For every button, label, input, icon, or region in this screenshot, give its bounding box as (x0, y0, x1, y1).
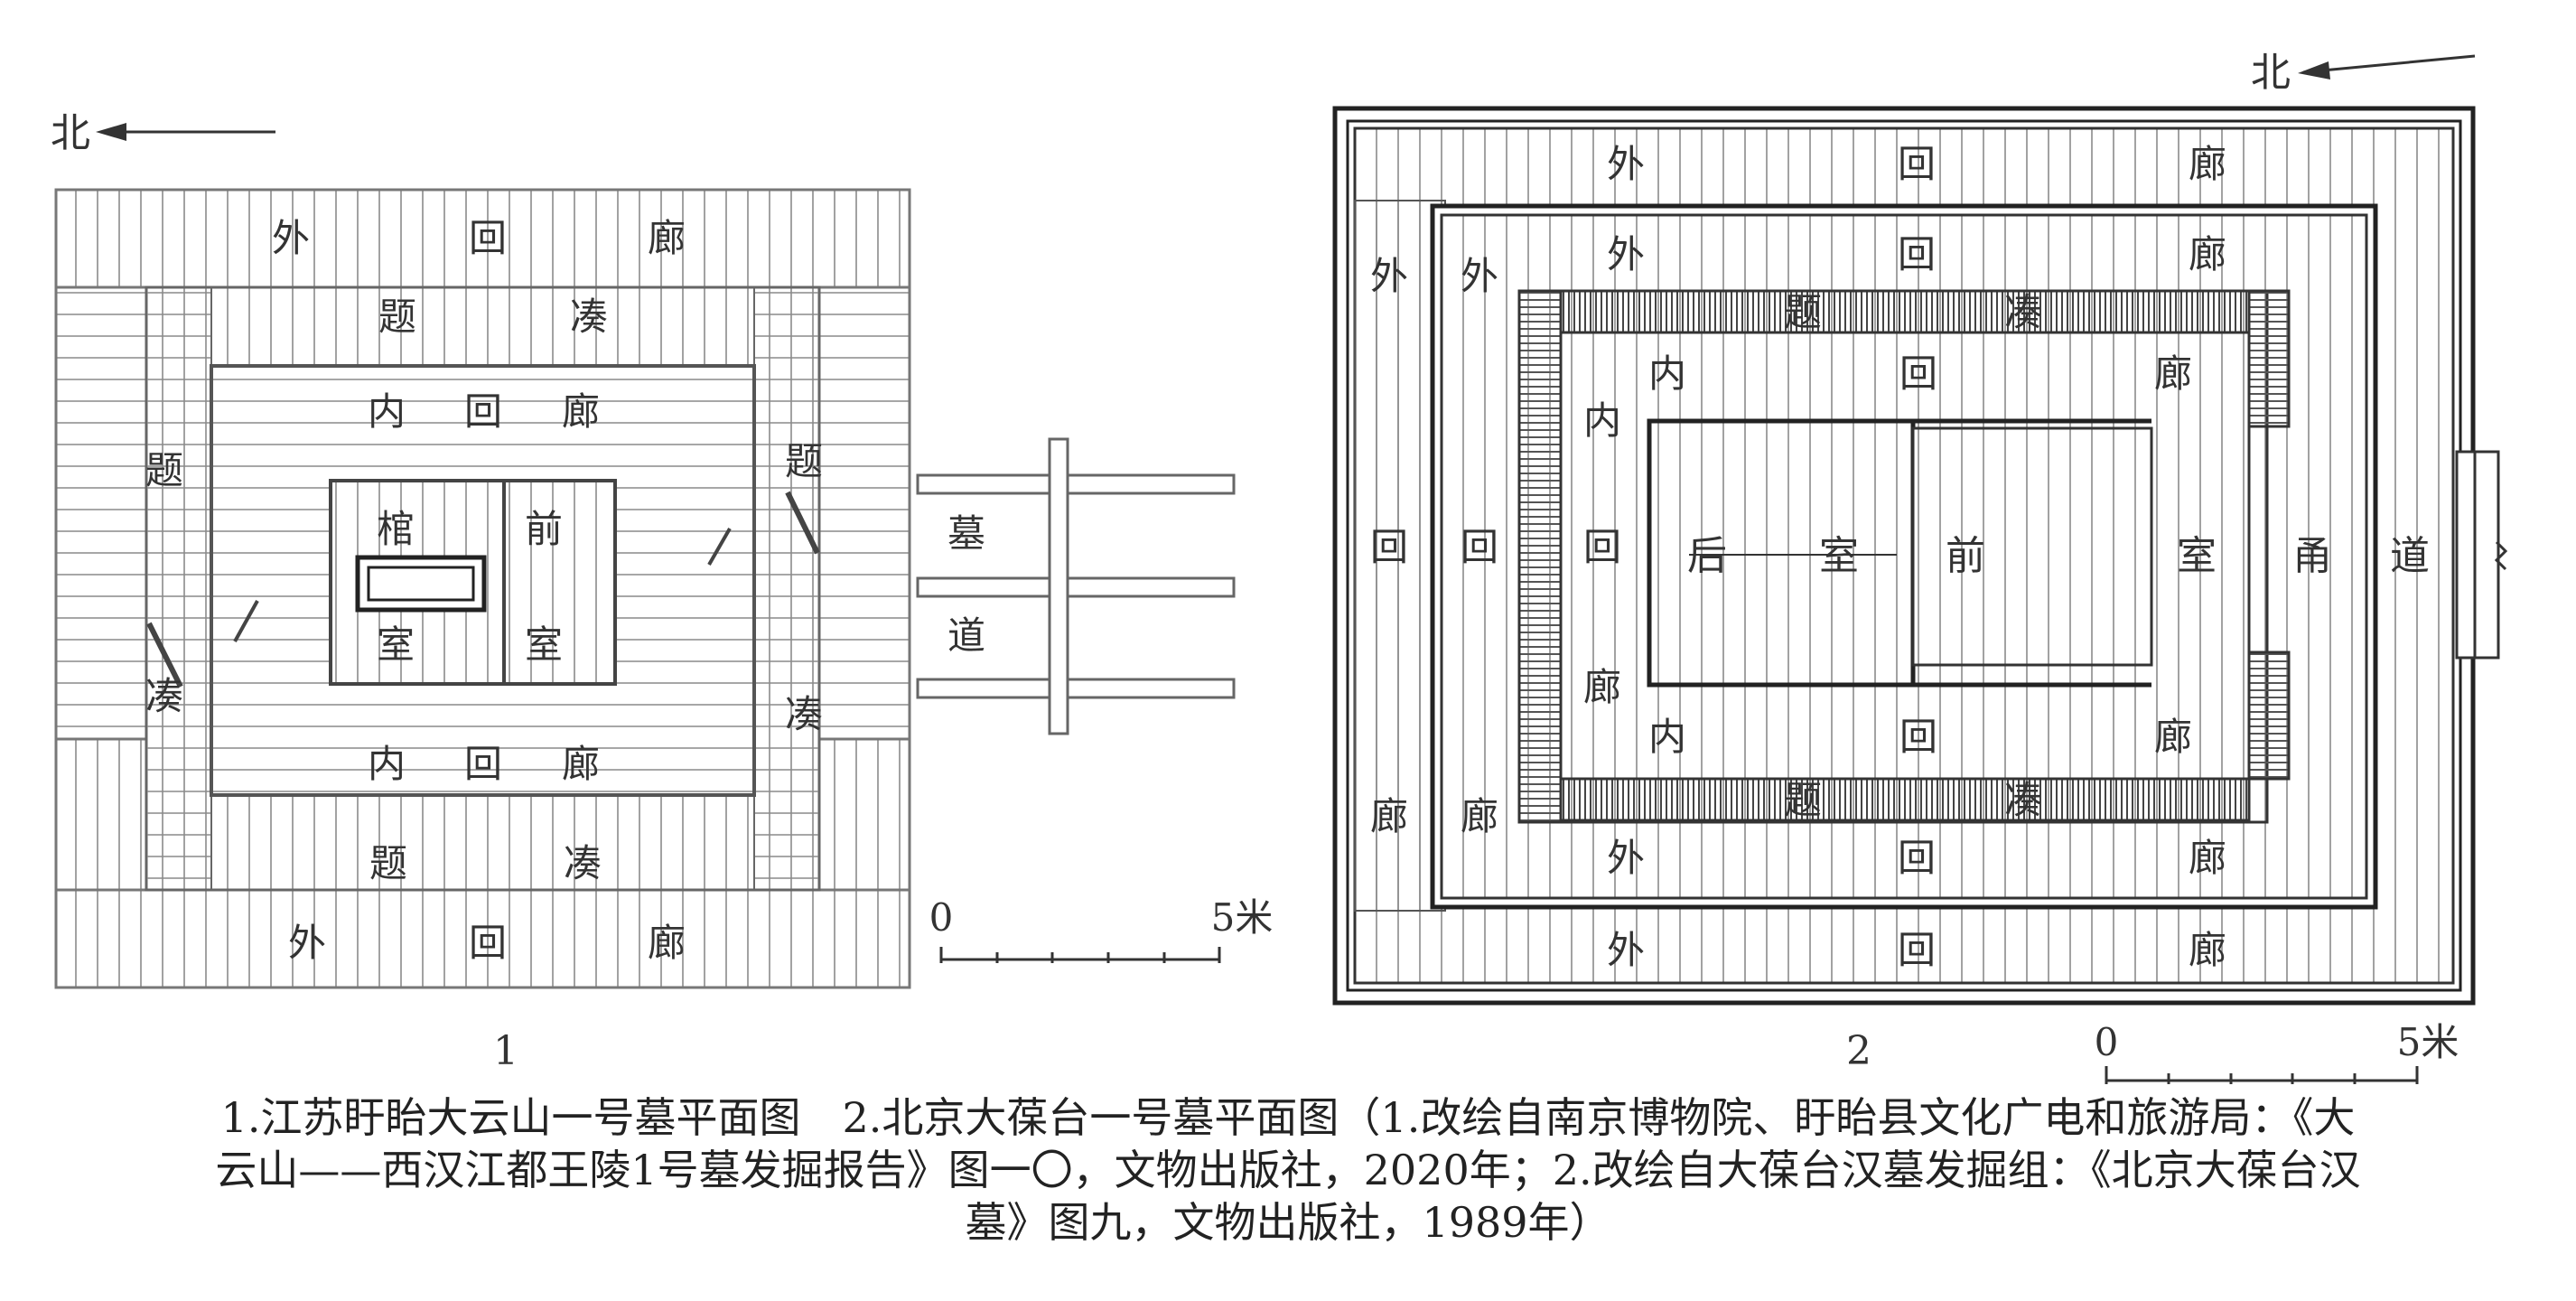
f1-ticou-right-2: 凑 (785, 692, 823, 736)
north-arrow-1: 北 (51, 110, 275, 156)
f2-outer-left-b1: 外 (1461, 254, 1498, 298)
f1-ticou-top-2: 凑 (570, 295, 608, 339)
f2-outer-left-b2: 回 (1461, 525, 1498, 569)
f2-front-room-2: 室 (2177, 533, 2217, 579)
north-arrow-2: 北 (2251, 50, 2476, 96)
outer-corridor-left (54, 285, 148, 741)
f1-outer-bottom-3: 廊 (648, 921, 686, 965)
f1-scale-end: 5米 (1211, 895, 1274, 940)
caption-line-2: 云山——西汉江都王陵1号墓发掘报告》图一〇，文物出版社，2020年；2.改绘自大… (215, 1146, 2361, 1194)
caption-line-1: 1.江苏盱眙大云山一号墓平面图 2.北京大葆台一号墓平面图（1.改绘自南京博物院… (220, 1093, 2356, 1142)
outer-corridor-top (54, 188, 911, 289)
f1-outer-top-1: 外 (272, 216, 310, 260)
f1-front-room-2: 室 (525, 622, 563, 667)
f1-passage-2: 道 (947, 613, 985, 658)
f1-ticou-left-2: 凑 (145, 674, 183, 718)
f2-outer-left-a1: 外 (1370, 254, 1408, 298)
f2-inner-bottom-1: 内 (1648, 715, 1686, 759)
f2-rear-room-1: 后 (1687, 533, 1727, 579)
caption-line-3: 墓》图九，文物出版社，1989年） (965, 1198, 1611, 1247)
f1-ticou-bottom-1: 题 (369, 841, 407, 885)
f2-yong-1: 甬 (2292, 533, 2332, 579)
f2-outer-top-a2: 回 (1898, 142, 1936, 186)
f2-outer-left-b3: 廊 (1461, 794, 1498, 838)
figure-number-2: 2 (1846, 1028, 1871, 1074)
f1-ticou-right-1: 题 (785, 439, 823, 483)
f2-outer-top-b1: 外 (1607, 232, 1645, 276)
figure-number-1: 1 (493, 1028, 518, 1074)
f2-ticou-top-2: 凑 (2004, 290, 2042, 334)
figure-2-plan: 北 (1332, 50, 2508, 1084)
f2-front-room-1: 前 (1946, 533, 1985, 579)
f2-outer-bottom-a2: 回 (1898, 928, 1936, 972)
yong-passage-2 (2455, 450, 2500, 660)
f2-inner-bottom-2: 回 (1899, 715, 1937, 759)
f2-outer-bottom-a1: 外 (1607, 928, 1645, 972)
f1-inner-top-3: 廊 (562, 389, 600, 434)
outer-corridor-right (817, 285, 911, 741)
f1-ticou-top-1: 题 (378, 295, 416, 339)
f1-front-room-1: 前 (525, 507, 563, 551)
f1-outer-top-3: 廊 (648, 216, 686, 260)
scale-bar-2: 0 5米 (2095, 1020, 2459, 1084)
tomb-passage-1: 墓 道 (916, 437, 1236, 735)
figure-1-plan: 北 外 回 廊 题 凑 题 (51, 110, 1273, 1074)
f2-outer-left-a3: 廊 (1370, 794, 1408, 838)
f2-inner-left-top: 内 (1583, 398, 1621, 443)
coffin-1 (355, 555, 487, 613)
f2-scale-end: 5米 (2397, 1020, 2459, 1064)
figure-caption: 1.江苏盱眙大云山一号墓平面图 2.北京大葆台一号墓平面图（1.改绘自南京博物院… (36, 1091, 2540, 1249)
f2-ticou-bottom-2: 凑 (2004, 778, 2042, 822)
f1-coffin-room-2: 室 (377, 622, 415, 667)
f2-scale-start: 0 (2095, 1020, 2119, 1064)
f2-outer-bottom-b2: 回 (1898, 836, 1936, 880)
f1-inner-top-2: 回 (464, 389, 502, 434)
f2-outer-top-a3: 廊 (2189, 142, 2226, 186)
f2-inner-top-2: 回 (1899, 351, 1937, 396)
f2-outer-bottom-b3: 廊 (2189, 836, 2226, 880)
north-label-2: 北 (2251, 50, 2291, 96)
f2-inner-top-3: 廊 (2154, 351, 2192, 396)
outer-corridor-bottom (54, 888, 911, 989)
f2-inner-bottom-3: 廊 (2154, 715, 2192, 759)
f2-outer-top-a1: 外 (1607, 142, 1645, 186)
f1-ticou-left-1: 题 (145, 448, 183, 492)
f2-yong-2: 道 (2390, 533, 2430, 579)
scale-bar-1: 0 5米 (929, 895, 1274, 963)
f2-outer-left-a2: 回 (1370, 525, 1408, 569)
f1-coffin-room-1: 棺 (377, 507, 415, 551)
f2-inner-left-bottom: 廊 (1583, 665, 1621, 709)
f2-outer-top-b2: 回 (1898, 232, 1936, 276)
f2-ticou-top-1: 题 (1784, 290, 1822, 334)
f1-inner-top-1: 内 (368, 389, 406, 434)
f1-outer-bottom-2: 回 (469, 921, 507, 965)
f2-outer-bottom-b1: 外 (1607, 836, 1645, 880)
f1-scale-start: 0 (929, 895, 954, 940)
f1-outer-bottom-1: 外 (288, 921, 326, 965)
f1-outer-top-2: 回 (469, 216, 507, 260)
f1-inner-bottom-3: 廊 (562, 742, 600, 786)
north-label-1: 北 (51, 110, 90, 156)
f2-inner-top-1: 内 (1648, 351, 1686, 396)
f2-outer-top-b3: 廊 (2189, 232, 2226, 276)
f2-outer-bottom-a3: 廊 (2189, 928, 2226, 972)
f2-ticou-bottom-1: 题 (1784, 778, 1822, 822)
f1-passage-1: 墓 (947, 511, 985, 556)
f2-inner-left-mid: 回 (1583, 525, 1621, 569)
f1-inner-bottom-1: 内 (368, 742, 406, 786)
f1-ticou-bottom-2: 凑 (564, 841, 602, 885)
figure-2-labels: 外 回 廊 外 回 廊 题 凑 内 回 廊 内 外 外 回 回 回 后 室 前 … (1370, 142, 2430, 972)
f2-rear-room-2: 室 (1819, 533, 1859, 579)
f1-inner-bottom-2: 回 (464, 742, 502, 786)
